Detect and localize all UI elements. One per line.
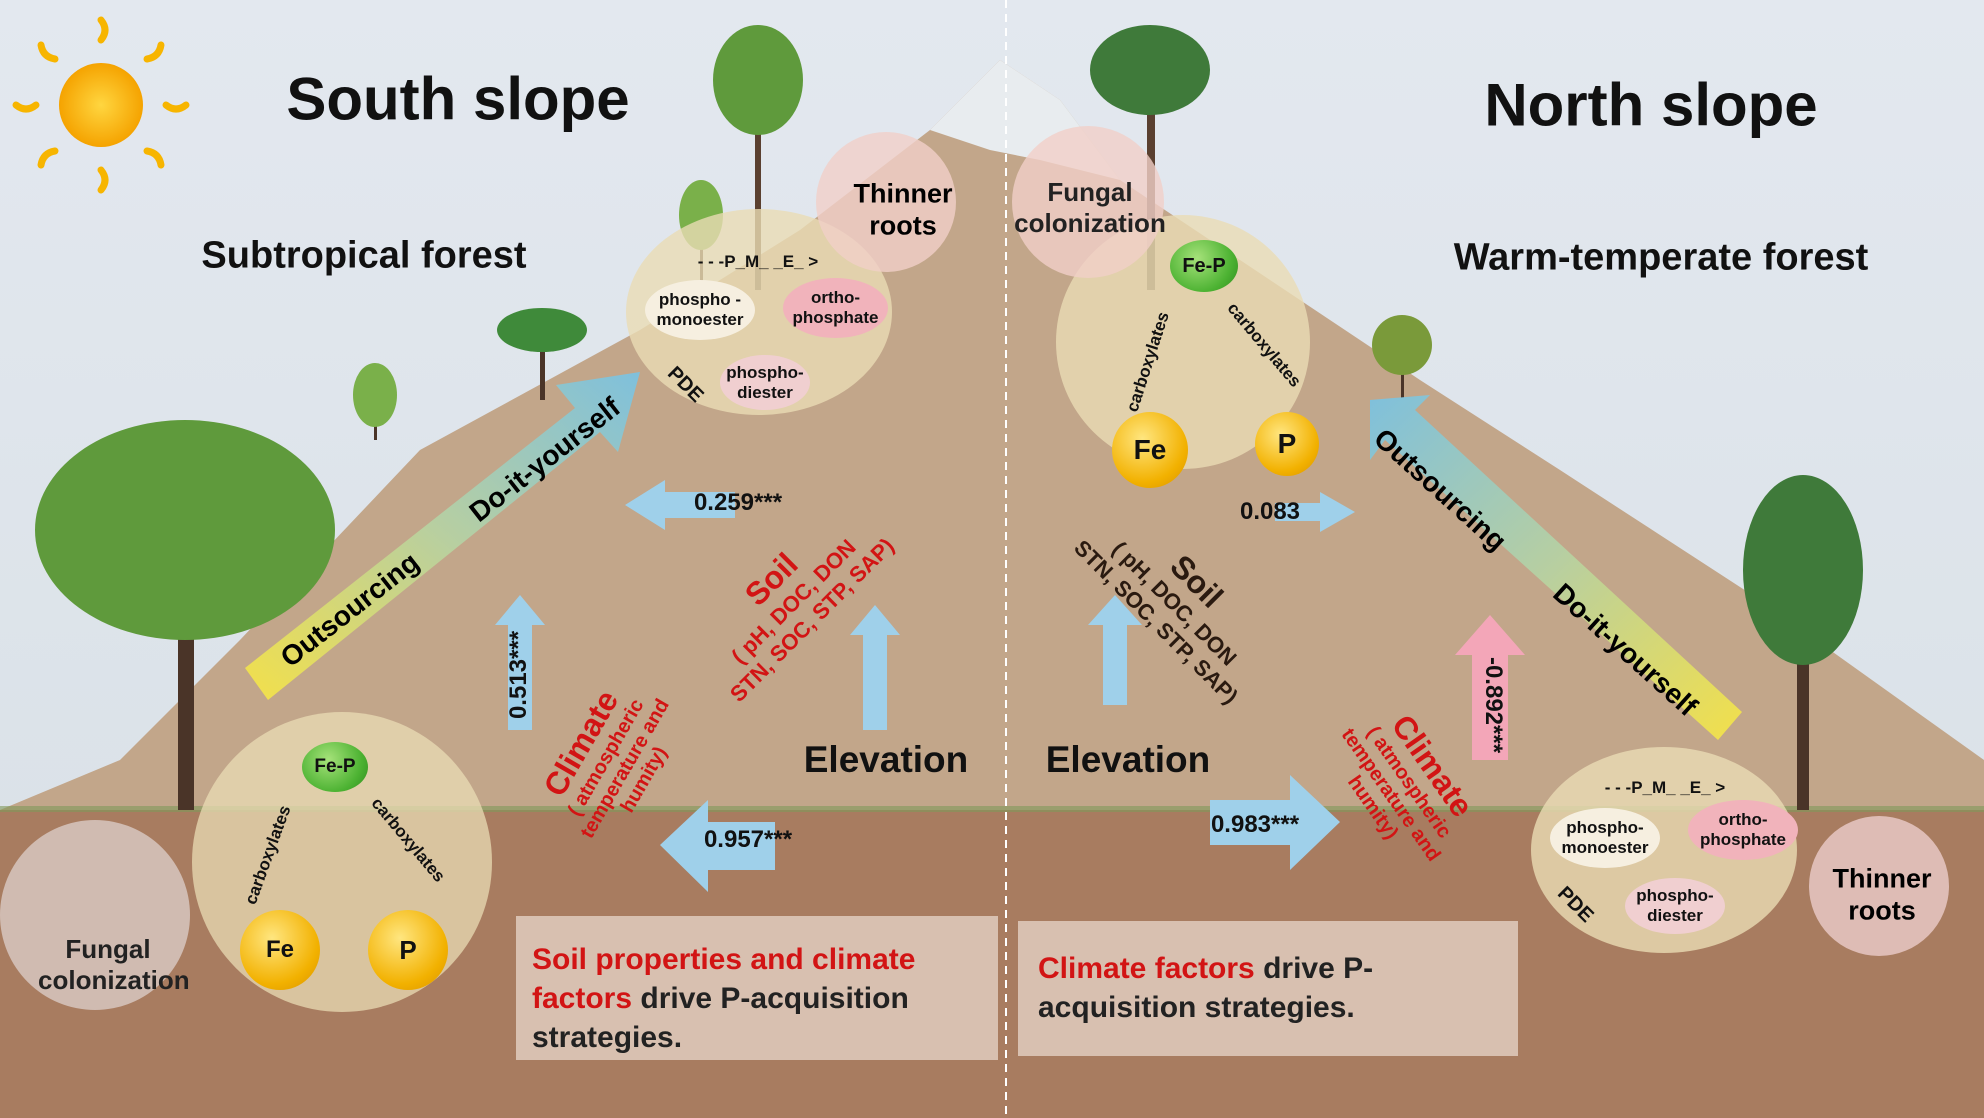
south-fungal-label: Fungal colonization: [38, 934, 190, 995]
north-forest-label: Warm-temperate forest: [1453, 236, 1869, 279]
fungal-text: colonization: [1014, 208, 1166, 238]
summary-highlight: Climate factors: [1038, 952, 1255, 985]
fe-ball: Fe: [240, 910, 320, 990]
pme-pool-circle-north: [1531, 747, 1797, 953]
north-summary-box: Climate factors drive P-acquisition stra…: [1018, 921, 1518, 1056]
summary-highlight: Soil properties and climate factors: [532, 943, 916, 1015]
south-summary-box: Soil properties and climate factors driv…: [516, 916, 998, 1060]
roots-circle-north: [1809, 816, 1949, 956]
arrow-elev-to-soil-south: [495, 595, 545, 730]
roots-text: roots: [869, 211, 937, 241]
arrow-climate-south: [660, 800, 775, 892]
arrow-soil-to-strategy-south: [625, 480, 735, 530]
coef-climate-south: 0.957***: [703, 826, 793, 853]
fe-p-ball: Fe-P: [302, 742, 368, 792]
north-elevation-label: Elevation: [1045, 739, 1211, 780]
north-summary-text: Climate factors drive P-acquisition stra…: [1038, 949, 1498, 1027]
tree-icon: [1372, 315, 1432, 400]
coef-soil-north: 0.083: [1239, 498, 1301, 525]
orthophosphate-bubble: ortho- phosphate: [783, 278, 888, 338]
fungal-circle-north: [1012, 126, 1164, 278]
phosphomonoester-bubble: phospho - monoester: [645, 280, 755, 340]
roots-text: Thinner: [1832, 863, 1932, 894]
south-forest-label: Subtropical forest: [201, 234, 527, 277]
coef-elev-soil-south: 0.513***: [505, 630, 532, 720]
pme-pool-circle-south: [626, 209, 892, 415]
fungal-circle-south: [0, 820, 190, 1010]
phosphodiester-bubble: phospho- diester: [1625, 878, 1725, 934]
tree-icon: [35, 420, 335, 810]
fe-p-ball: Fe-P: [1170, 240, 1238, 292]
sun-icon: [12, 16, 190, 194]
orthophosphate-bubble: ortho- phosphate: [1688, 800, 1798, 860]
tree-icon: [713, 25, 803, 290]
north-slope-title: North slope: [1484, 71, 1818, 139]
summary-rest: drive P-acquisition strategies.: [1038, 952, 1374, 1024]
arrow-elev-to-climate-south: [850, 605, 900, 730]
strategy-arrow-south: [245, 372, 640, 700]
summary-rest: drive P-acquisition strategies.: [532, 982, 909, 1054]
phosphodiester-bubble: phospho- diester: [720, 355, 810, 410]
p-ball: P: [368, 910, 448, 990]
south-slope-title: South slope: [286, 65, 630, 133]
arrow-climate-north: [1210, 775, 1340, 870]
coef-climate-north: 0.983***: [1210, 811, 1300, 838]
strategy-arrow-north: [1370, 395, 1742, 740]
pme-label: - - -P_M_ _E_ >: [1604, 778, 1726, 798]
fe-ball: Fe: [1112, 412, 1188, 488]
roots-text: Thinner: [853, 178, 953, 209]
arrow-soil-to-strategy-north: [1275, 492, 1355, 532]
p-ball: P: [1255, 412, 1319, 476]
arrow-elev-to-soil-north: [1088, 595, 1142, 705]
south-summary-text: Soil properties and climate factors driv…: [532, 940, 982, 1057]
palm-tree-icon: [497, 308, 587, 400]
tree-icon: [353, 363, 397, 440]
south-elevation-label: Elevation: [803, 739, 969, 780]
pme-label: - - -P_M_ _E_ >: [697, 252, 819, 272]
arrow-elev-to-climate-north: [1455, 615, 1525, 760]
roots-circle-south: [816, 132, 956, 272]
fungal-text: Fungal: [1047, 176, 1133, 207]
phosphomonoester-bubble: phospho- monoester: [1550, 808, 1660, 868]
tree-icon: [1743, 475, 1863, 810]
coef-soil-south: 0.259***: [693, 489, 783, 516]
roots-text: roots: [1848, 896, 1916, 926]
carboxylate-pool-circle-north: [1056, 215, 1310, 469]
coef-elev-climate-north: -0.892***: [1480, 656, 1507, 754]
